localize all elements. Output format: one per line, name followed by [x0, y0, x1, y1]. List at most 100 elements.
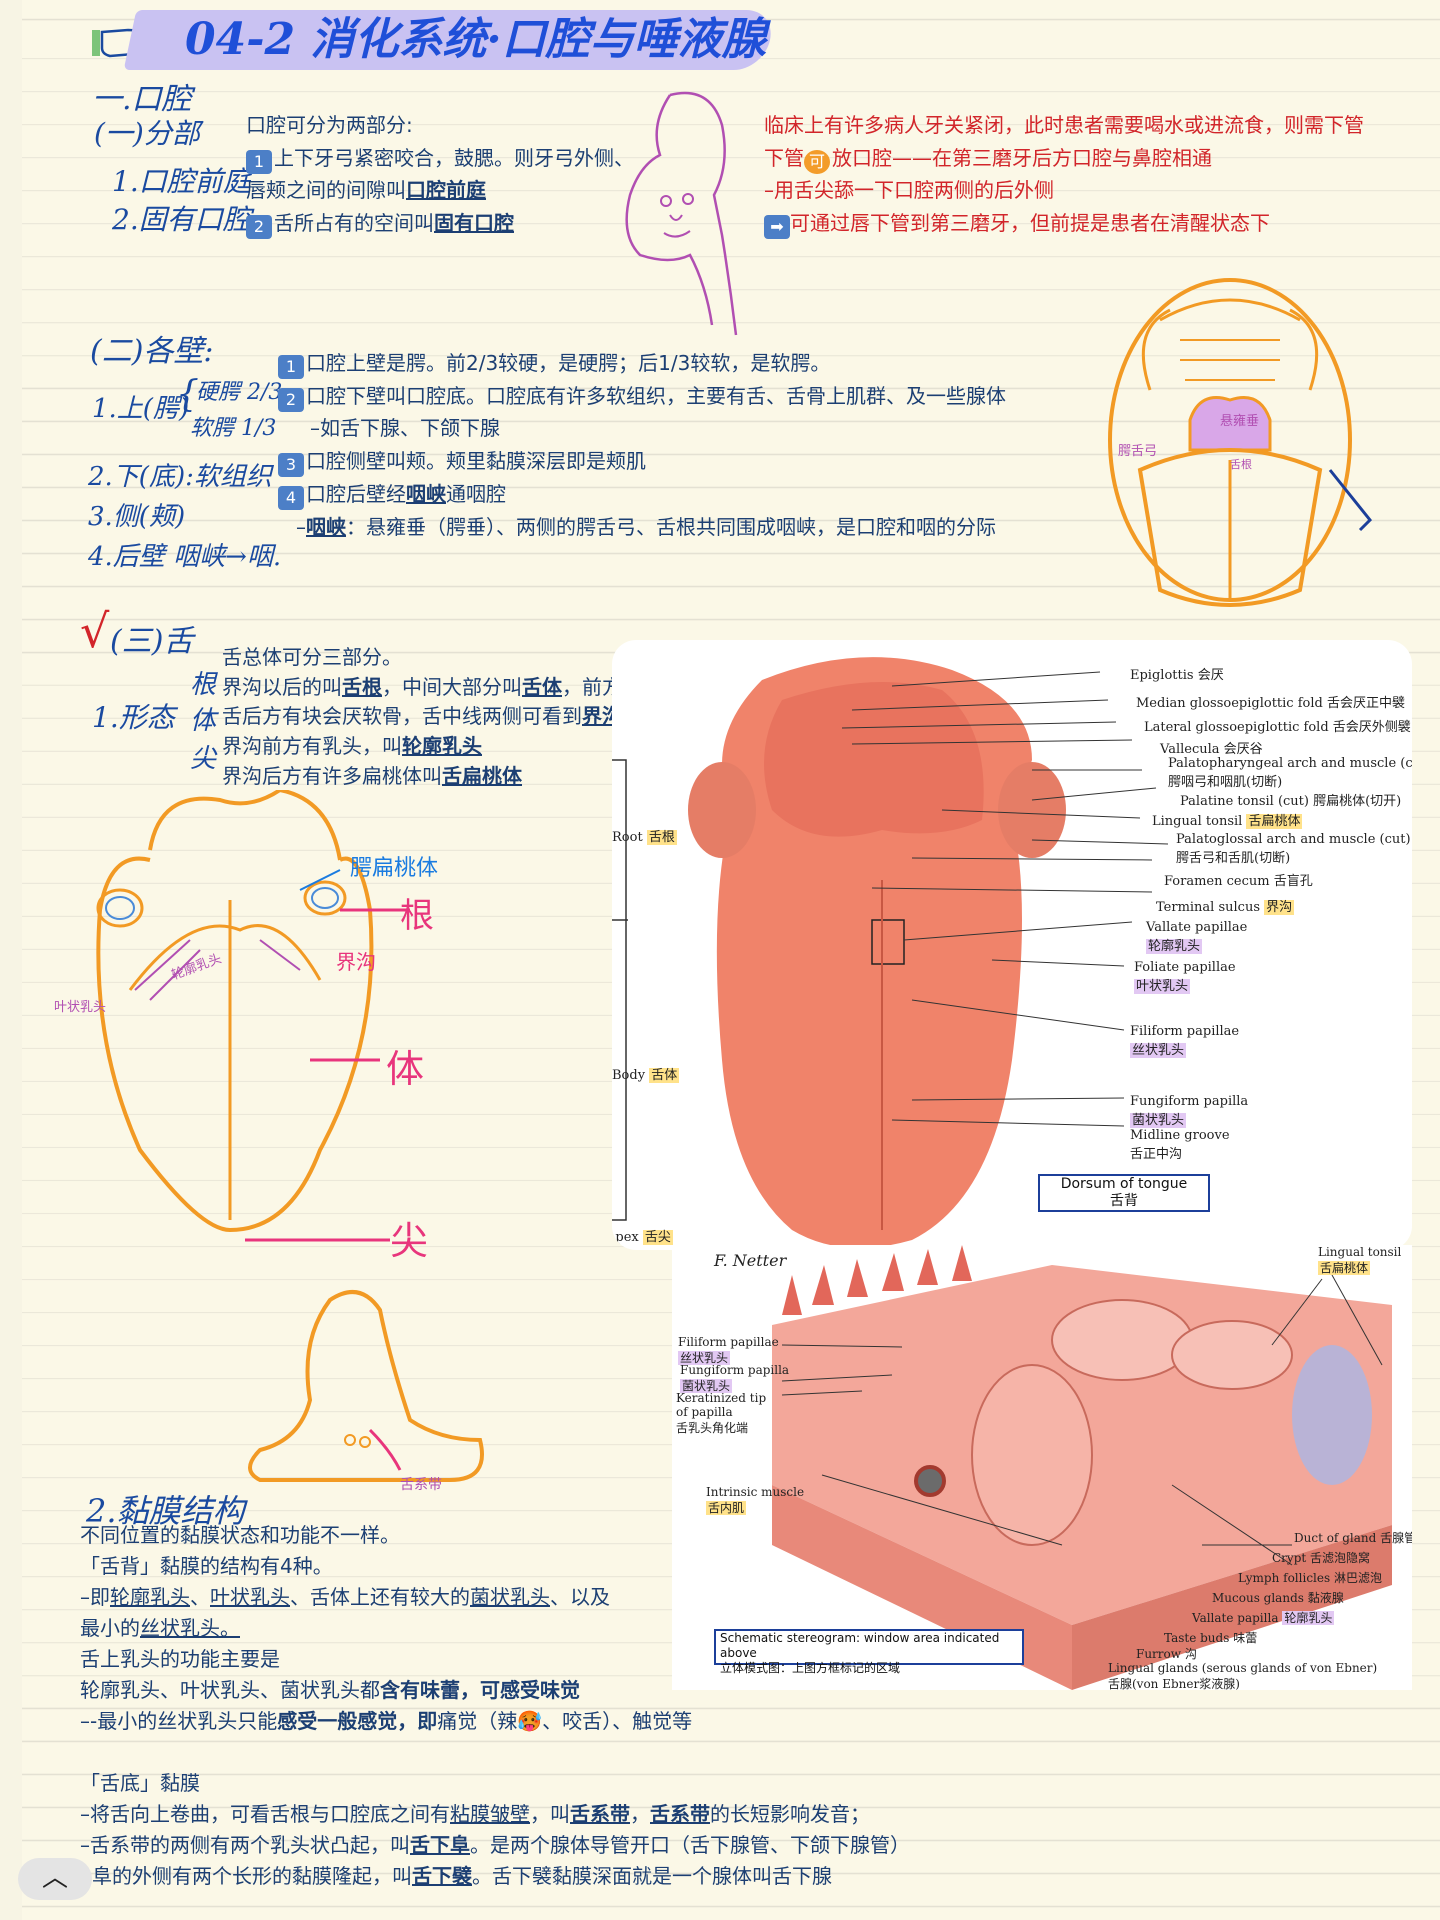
artist-signature: F. Netter [714, 1251, 787, 1270]
number-2-badge: 2 [246, 215, 272, 239]
scroll-up-button[interactable]: ︿ [18, 1858, 92, 1900]
s4-line-3: –即轮廓乳头、叶状乳头、舌体上还有较大的菌状乳头、以及 [80, 1585, 610, 1609]
label-lingual-tonsil: Lingual tonsil 舌扁桃体 [1152, 814, 1303, 829]
terminal-sulcus-label: 界沟 [336, 950, 376, 974]
s4-line-9: –将舌向上卷曲，可看舌根与口腔底之间有粘膜皱壁，叫舌系带，舌系带的长短影响发音； [80, 1802, 870, 1826]
label-foramen-cecum: Foramen cecum 舌盲孔 [1164, 874, 1313, 889]
s1-line-intro: 口腔可分为两部分: [246, 113, 413, 137]
clinical-line-1: 临床上有许多病人牙关紧闭，此时患者需要喝水或进流食，则需下管 [764, 113, 1364, 137]
s1-line-2: 唇颊之间的间隙叫口腔前庭 [246, 178, 486, 202]
section-heading-tongue: (三)舌 [110, 624, 194, 659]
open-mouth-sketch: 悬雍垂 腭舌弓 舌根 [1100, 270, 1390, 620]
label-palatoglossal: Palatoglossal arch and muscle (cut)腭舌弓和舌… [1176, 832, 1411, 866]
s4-line-2: 「舌背」黏膜的结构有4种。 [80, 1554, 333, 1578]
label-vallecula: Vallecula 会厌谷 [1160, 742, 1263, 757]
label-apex: Apex 舌尖 [612, 1230, 673, 1245]
tongue-side-sketch: 舌系带 [240, 1280, 490, 1500]
label-median-fold: Median glossoepiglottic fold 舌会厌正中襞 [1136, 696, 1405, 711]
number-4-badge: 4 [278, 486, 304, 510]
label-lingual-glands: Lingual glands (serous glands of von Ebn… [1108, 1661, 1378, 1690]
s4-line-5: 舌上乳头的功能主要是 [80, 1647, 280, 1671]
check-mark-icon: √ [80, 604, 110, 658]
clinical-line-2: 下管可放口腔——在第三磨牙后方口腔与鼻腔相通 [764, 145, 1212, 174]
label-mucous: Mucous glands 黏液腺 [1212, 1591, 1344, 1605]
label-taste-buds: Taste buds 味蕾 [1164, 1631, 1258, 1645]
clinical-line-4: ➡可通过唇下管到第三磨牙，但前提是患者在清醒状态下 [764, 210, 1270, 239]
s3-line-1: 舌总体可分三部分。 [222, 645, 402, 669]
label-furrow: Furrow 沟 [1136, 1647, 1197, 1661]
s4-line-1: 不同位置的黏膜状态和功能不一样。 [80, 1523, 400, 1547]
label-lymph: Lymph follicles 淋巴滤泡 [1238, 1571, 1382, 1585]
stereogram-box-label: Schematic stereogram: window area indica… [714, 1629, 1024, 1675]
can-badge: 可 [804, 150, 830, 174]
section-heading-walls: (二)各壁: [90, 334, 214, 369]
s4-line-10: –舌系带的两侧有两个乳头状凸起，叫舌下阜。是两个腺体导管开口（舌下腺管、下颌下腺… [80, 1833, 910, 1857]
number-1-badge: 1 [278, 355, 304, 379]
tip-label: 尖 [390, 1219, 429, 1263]
label-crypt: Crypt 舌滤泡隐窝 [1272, 1551, 1371, 1565]
tongue-root-label: 舌根 [1230, 458, 1252, 471]
proper-oral-cavity-note: 2.固有口腔 [112, 203, 251, 236]
s2-line-5: –咽峡：悬雍垂（腭垂）、两侧的腭舌弓、舌根共同围成咽峡，是口腔和咽的分际 [296, 515, 996, 539]
number-2-badge: 2 [278, 388, 304, 412]
foliate-label: 叶状乳头 [54, 1000, 107, 1015]
page-title: 04-2 消化系统·口腔与唾液腺 [185, 14, 766, 65]
s2-line-2b: –如舌下腺、下颌下腺 [310, 416, 500, 440]
clinical-line-3: –用舌尖舔一下口腔两侧的后外侧 [764, 178, 1054, 202]
label-root: Root 舌根 [612, 830, 677, 845]
subheading-divisions: (一)分部 [94, 117, 200, 150]
tongue-dorsum-figure: Epiglottis 会厌 Median glossoepiglottic fo… [612, 640, 1412, 1250]
s3-line-5: 界沟后方有许多扁桃体叫舌扁桃体 [222, 764, 522, 788]
label-palatine-tonsil: Palatine tonsil (cut) 腭扁桃体(切开) [1180, 794, 1402, 809]
soft-palate-note: 软腭 1/3 [190, 416, 277, 441]
s4-line-8: 「舌底」黏膜 [80, 1771, 200, 1795]
face-profile-sketch [610, 85, 750, 345]
s4-line-6: 轮廓乳头、叶状乳头、菌状乳头都含有味蕾，可感受味觉 [80, 1678, 580, 1702]
s3-line-4: 界沟前方有乳头，叫轮廓乳头 [222, 734, 482, 758]
label-epiglottis: Epiglottis 会厌 [1130, 668, 1224, 683]
root-note: 根 [190, 670, 217, 700]
brace-icon: { [176, 374, 199, 415]
right-arrow-icon: ➡ [764, 215, 790, 239]
label-palatopharyngeal: Palatopharyngeal arch and muscle (cut)腭咽… [1168, 756, 1412, 790]
cheek-note: 3.侧(颊) [88, 502, 186, 532]
posterior-wall-note: 4.后壁 咽峡→咽. [88, 542, 282, 572]
label-body: Body 舌体 [612, 1068, 680, 1083]
number-3-badge: 3 [278, 453, 304, 477]
tip-note: 尖 [190, 744, 217, 774]
section-heading-oral-cavity: 一.口腔 [92, 82, 192, 117]
s4-line-11: 阜的外侧有两个长形的黏膜隆起，叫舌下襞。舌下襞黏膜深面就是一个腺体叫舌下腺 [92, 1864, 832, 1888]
s3-line-3: 舌后方有块会厌软骨，舌中线两侧可看到界沟 [222, 704, 622, 728]
upper-wall-note: 1.上(腭) [92, 394, 190, 424]
frenulum-label: 舌系带 [400, 1477, 442, 1493]
label-terminal-sulcus: Terminal sulcus 界沟 [1156, 900, 1295, 915]
uvula-label: 悬雍垂 [1220, 414, 1260, 429]
root-label: 根 [400, 896, 434, 936]
palatine-tonsil-label: 腭扁桃体 [350, 856, 439, 881]
body-label: 体 [386, 1047, 425, 1091]
s4-line-7: –-最小的丝状乳头只能感受一般感觉，即痛觉（辣🥵、咬舌）、触觉等 [80, 1709, 693, 1733]
hot-face-icon: 🥵 [517, 1709, 543, 1733]
floor-note: 2.下(底):软组织 [88, 462, 272, 492]
label-duct: Duct of gland 舌腺管 [1294, 1531, 1412, 1545]
number-1-badge: 1 [246, 150, 272, 174]
s4-line-4: 最小的丝状乳头。 [80, 1616, 240, 1640]
vestibule-note: 1.口腔前庭 [112, 165, 251, 198]
form-note: 1.形态 [92, 701, 175, 734]
